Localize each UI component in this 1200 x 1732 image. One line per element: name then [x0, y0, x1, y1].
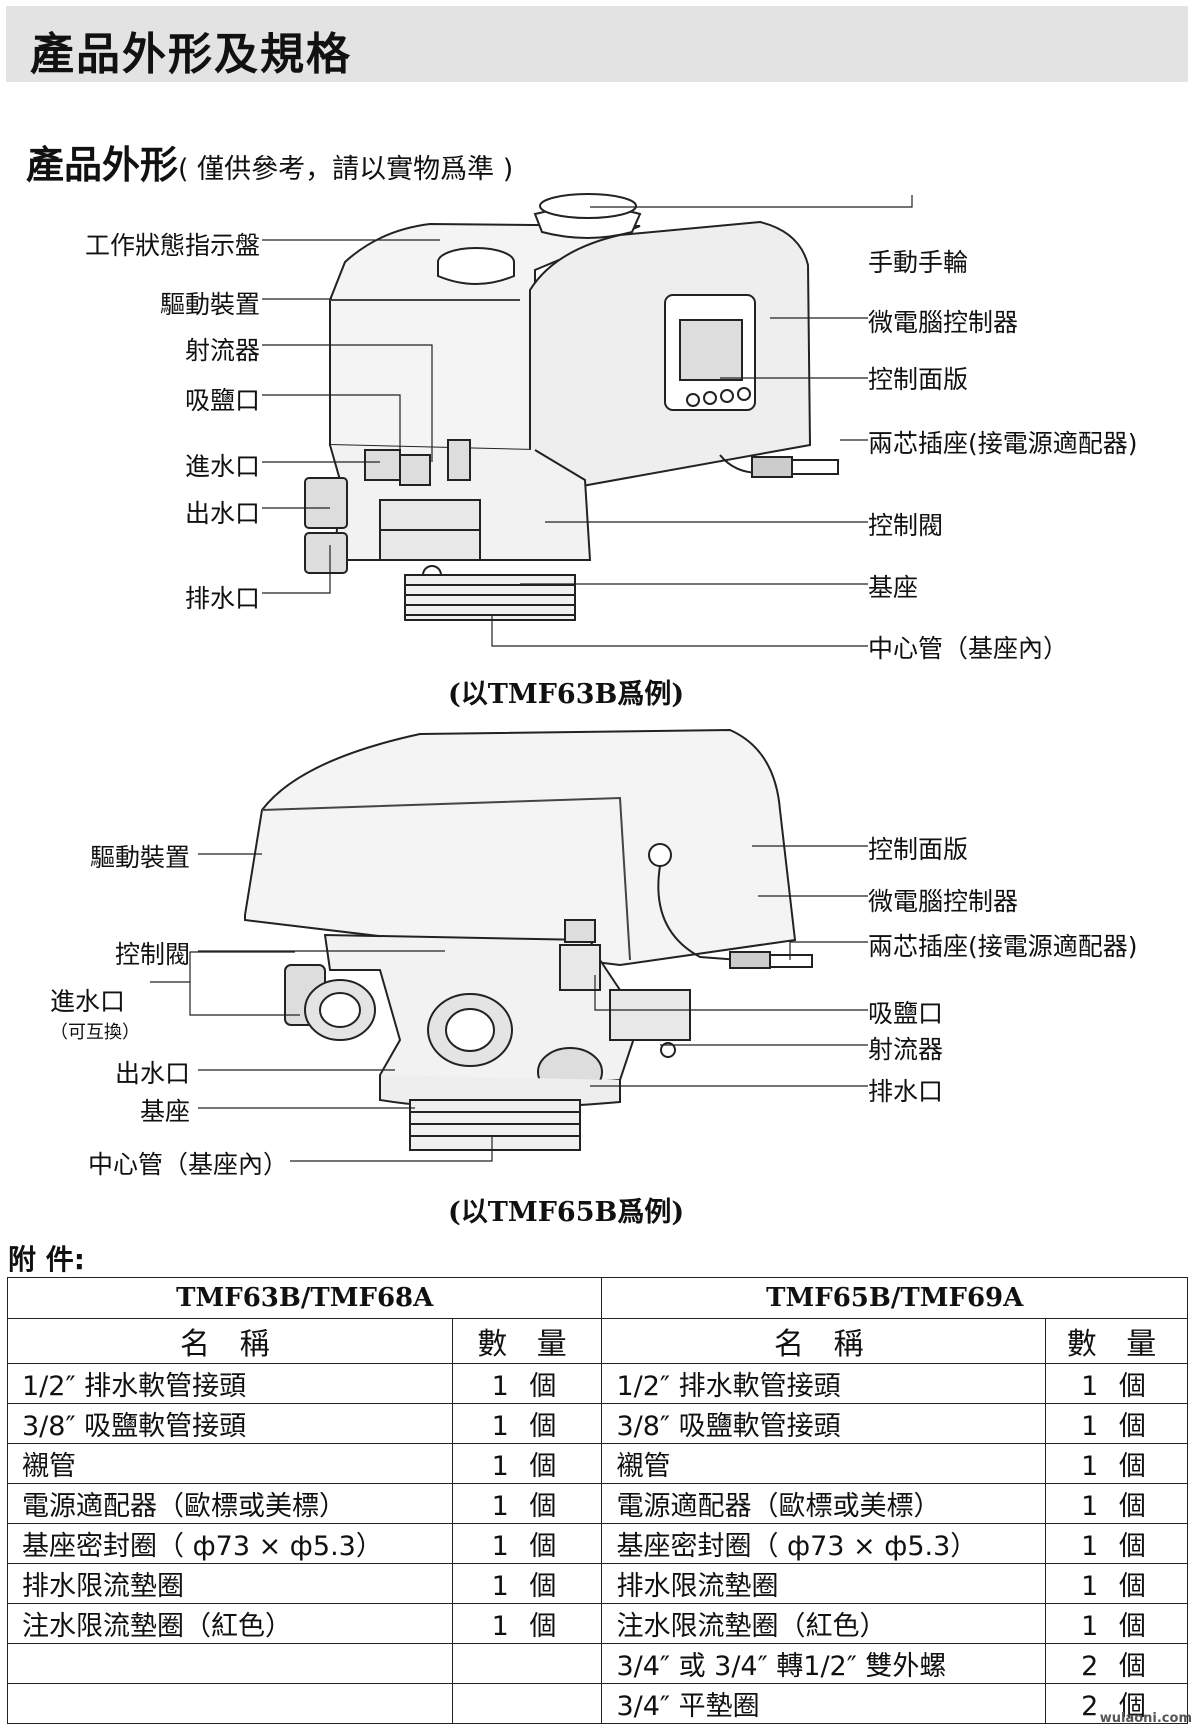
item-qty: 2 個	[1045, 1643, 1188, 1684]
item-qty: 2 個	[1045, 1683, 1188, 1724]
item-qty: 1 個	[451, 1563, 603, 1604]
item-name: 1/2″ 排水軟管接頭	[601, 1363, 1047, 1404]
item-name	[7, 1643, 453, 1684]
item-name: 襯管	[7, 1443, 453, 1484]
valve-illustration-1	[262, 193, 913, 647]
diagram-tmf65b: 驅動裝置 控制閥 進水口 （可互換） 出水口 基座 中心管（基座內） 控制面版 …	[0, 720, 1200, 1230]
label-center-tube-2: 中心管（基座內）	[87, 1150, 288, 1179]
item-name: 電源適配器（歐標或美標）	[7, 1483, 453, 1524]
label-status-indicator: 工作狀態指示盤	[84, 231, 260, 260]
label-control-panel: 控制面版	[868, 365, 969, 394]
accessories-title: 附 件:	[8, 1243, 85, 1276]
label-base: 基座	[868, 573, 919, 602]
label-control-valve: 控制閥	[868, 511, 944, 540]
item-qty: 1 個	[1045, 1403, 1188, 1444]
model-right: TMF65B/TMF69A	[601, 1277, 1188, 1319]
item-name: 3/4″ 平墊圈	[601, 1683, 1047, 1724]
table-row: 排水限流墊圈 1 個 排水限流墊圈 1 個	[7, 1563, 1188, 1604]
item-qty: 1 個	[451, 1483, 603, 1524]
label-microcontroller-2: 微電腦控制器	[868, 887, 1019, 916]
item-name: 注水限流墊圈（紅色）	[7, 1603, 453, 1644]
table-row: 襯管 1 個 襯管 1 個	[7, 1443, 1188, 1484]
diagram-tmf63b: 工作狀態指示盤 驅動裝置 射流器 吸鹽口 進水口 出水口 排水口 手動手輪 微電…	[0, 0, 1200, 720]
label-brine-port: 吸鹽口	[184, 386, 260, 415]
label-microcontroller: 微電腦控制器	[868, 308, 1019, 337]
item-qty: 1 個	[1045, 1443, 1188, 1484]
item-qty: 1 個	[451, 1403, 603, 1444]
label-injector-2: 射流器	[868, 1035, 944, 1064]
diagram2-caption: (以TMF65B爲例)	[448, 1197, 685, 1228]
accessories-table: TMF63B/TMF68A TMF65B/TMF69A 名 稱 數 量 名 稱 …	[6, 1277, 1188, 1724]
valve-illustration-2	[150, 728, 868, 1162]
label-drive-unit: 驅動裝置	[159, 290, 260, 319]
col-name-left: 名 稱	[7, 1318, 453, 1364]
item-qty: 1 個	[1045, 1363, 1188, 1404]
label-inlet-2: 進水口 （可互換）	[50, 982, 140, 1044]
item-name: 3/4″ 或 3/4″ 轉1/2″ 雙外螺	[601, 1643, 1047, 1684]
item-qty: 1 個	[451, 1363, 603, 1404]
item-name: 電源適配器（歐標或美標）	[601, 1483, 1047, 1524]
item-name: 排水限流墊圈	[601, 1563, 1047, 1604]
label-base-2: 基座	[139, 1097, 190, 1126]
table-row: 1/2″ 排水軟管接頭 1 個 1/2″ 排水軟管接頭 1 個	[7, 1363, 1188, 1404]
item-name: 襯管	[601, 1443, 1047, 1484]
label-outlet: 出水口	[184, 499, 260, 528]
item-name: 排水限流墊圈	[7, 1563, 453, 1604]
label-inlet-2-text: 進水口	[50, 987, 126, 1016]
watermark: wulaoni.com	[1099, 1711, 1192, 1726]
table-row: 電源適配器（歐標或美標） 1 個 電源適配器（歐標或美標） 1 個	[7, 1483, 1188, 1524]
table-row: 3/8″ 吸鹽軟管接頭 1 個 3/8″ 吸鹽軟管接頭 1 個	[7, 1403, 1188, 1444]
item-name: 3/8″ 吸鹽軟管接頭	[7, 1403, 453, 1444]
item-qty	[451, 1643, 603, 1684]
label-power-socket: 兩芯插座(接電源適配器)	[868, 429, 1138, 458]
col-name-right: 名 稱	[601, 1318, 1047, 1364]
item-name: 基座密封圈（ ф73 × ф5.3）	[7, 1523, 453, 1564]
item-name	[7, 1683, 453, 1724]
label-brine-port-2: 吸鹽口	[868, 999, 944, 1028]
label-manual-knob: 手動手輪	[868, 248, 969, 277]
item-name: 注水限流墊圈（紅色）	[601, 1603, 1047, 1644]
item-name: 1/2″ 排水軟管接頭	[7, 1363, 453, 1404]
label-inlet-2-note: （可互換）	[50, 1022, 140, 1043]
col-qty-left: 數 量	[451, 1318, 603, 1364]
label-injector: 射流器	[184, 336, 260, 365]
label-inlet: 進水口	[184, 452, 260, 481]
label-control-panel-2: 控制面版	[868, 835, 969, 864]
label-control-valve-2: 控制閥	[114, 940, 190, 969]
item-qty: 1 個	[1045, 1603, 1188, 1644]
label-center-tube: 中心管（基座內）	[868, 634, 1069, 663]
item-qty: 1 個	[1045, 1563, 1188, 1604]
model-header-row: TMF63B/TMF68A TMF65B/TMF69A	[6, 1277, 1188, 1319]
label-drain-2: 排水口	[868, 1077, 944, 1106]
table-row: 基座密封圈（ ф73 × ф5.3） 1 個 基座密封圈（ ф73 × ф5.3…	[7, 1523, 1188, 1564]
label-drive-unit-2: 驅動裝置	[89, 843, 190, 872]
item-qty: 1 個	[451, 1523, 603, 1564]
col-qty-right: 數 量	[1045, 1318, 1188, 1364]
item-qty: 1 個	[1045, 1523, 1188, 1564]
header-bar: 產品外形及規格	[6, 6, 1188, 82]
model-left: TMF63B/TMF68A	[6, 1277, 603, 1319]
section-title-text: 產品外形	[26, 143, 179, 187]
label-drain: 排水口	[184, 584, 260, 613]
section-title: 產品外形( 僅供參考，請以實物爲準 )	[26, 134, 513, 189]
item-name: 3/8″ 吸鹽軟管接頭	[601, 1403, 1047, 1444]
diagram1-caption: (以TMF63B爲例)	[448, 679, 685, 710]
label-outlet-2: 出水口	[114, 1059, 190, 1088]
item-qty: 1 個	[451, 1443, 603, 1484]
table-row: 3/4″ 或 3/4″ 轉1/2″ 雙外螺 2 個	[7, 1643, 1188, 1684]
label-power-socket-2: 兩芯插座(接電源適配器)	[868, 932, 1138, 961]
table-row: 3/4″ 平墊圈 2 個	[7, 1683, 1188, 1724]
page-title: 產品外形及規格	[30, 29, 352, 80]
item-qty	[451, 1683, 603, 1724]
table-row: 注水限流墊圈（紅色） 1 個 注水限流墊圈（紅色） 1 個	[7, 1603, 1188, 1644]
column-header-row: 名 稱 數 量 名 稱 數 量	[7, 1318, 1188, 1364]
item-qty: 1 個	[451, 1603, 603, 1644]
section-note: ( 僅供參考，請以實物爲準 )	[178, 154, 514, 185]
item-name: 基座密封圈（ ф73 × ф5.3）	[601, 1523, 1047, 1564]
item-qty: 1 個	[1045, 1483, 1188, 1524]
